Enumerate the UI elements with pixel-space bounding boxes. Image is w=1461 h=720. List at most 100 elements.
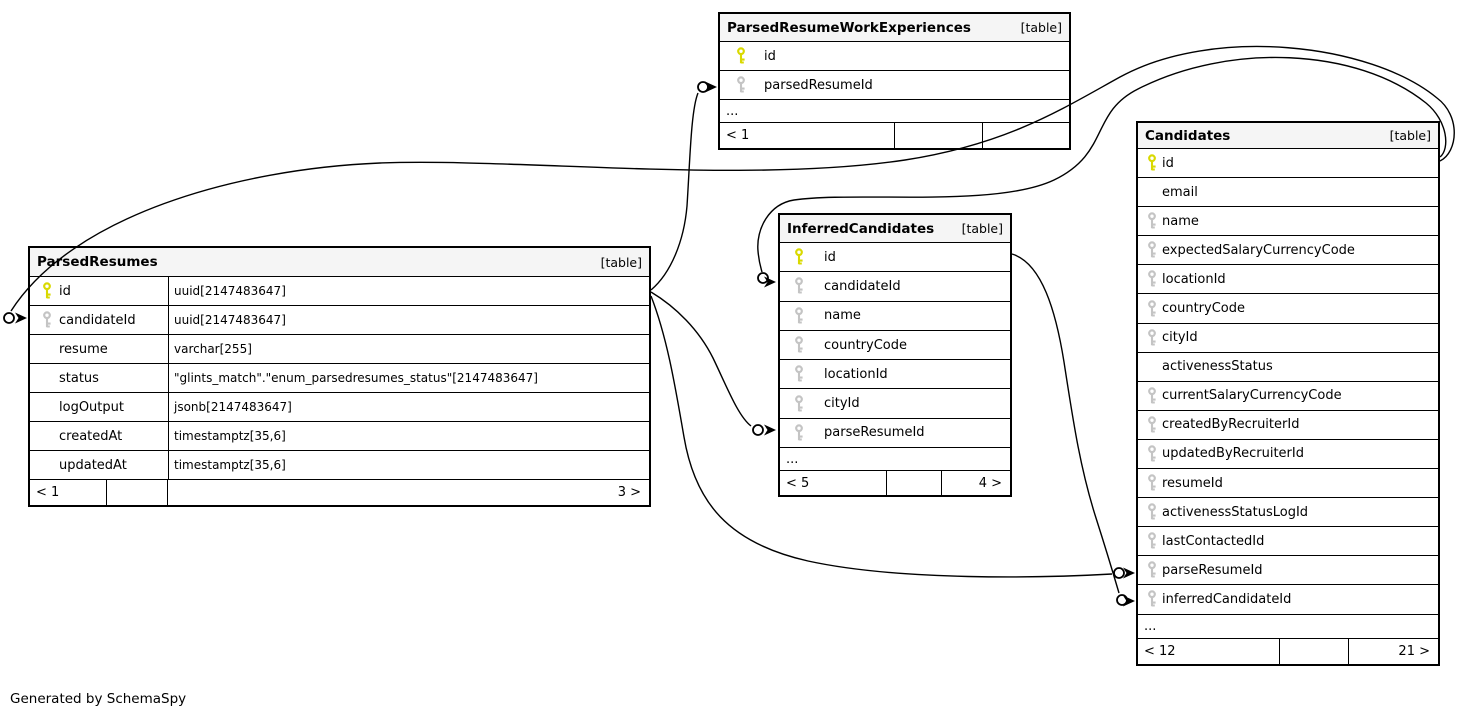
column-name: candidateId [59, 312, 136, 328]
column-row-currentSalaryCurrencyCode: currentSalaryCurrencyCode [1138, 382, 1438, 411]
table-header: InferredCandidates [table] [780, 215, 1010, 243]
column-row-locationId: locationId [780, 360, 1010, 390]
column-type: jsonb[2147483647] [168, 393, 649, 421]
fk-arrowhead [1123, 567, 1135, 579]
edge-parsedresumes-id-to-parsedresumeworkexperiences-parsedresumeid [650, 81, 717, 291]
primary-key-icon [794, 248, 805, 266]
table-footer: < 5 4 > [780, 471, 1010, 496]
fk-arrowhead [764, 276, 776, 288]
column-type: timestamptz[35,6] [168, 422, 649, 450]
index-key-icon [1147, 328, 1158, 347]
zero-or-one-circle [3, 312, 15, 324]
index-key-icon [1147, 474, 1158, 492]
column-name: createdAt [59, 428, 123, 444]
column-name: expectedSalaryCurrencyCode [1162, 242, 1355, 258]
column-type: varchar[255] [168, 335, 649, 363]
fk-arrowhead [1123, 595, 1135, 607]
primary-key-icon [736, 47, 747, 65]
column-type: "glints_match"."enum_parsedresumes_statu… [168, 364, 649, 392]
more-columns-ellipsis: ... [780, 448, 1010, 472]
index-key-icon [1147, 387, 1158, 405]
column-name: name [1162, 213, 1199, 229]
column-name: id [1162, 155, 1174, 171]
column-row-email: email [1138, 178, 1438, 208]
index-key-icon [1147, 270, 1158, 288]
table-type-tag: [table] [961, 221, 1003, 236]
more-columns-ellipsis: ... [720, 100, 1069, 123]
column-name: activenessStatusLogId [1162, 504, 1309, 520]
footer-parents-count: < 1 [720, 123, 895, 148]
fk-arrowhead [764, 424, 776, 436]
table-title[interactable]: InferredCandidates [787, 220, 935, 237]
column-row-lastContactedId: lastContactedId [1138, 527, 1438, 557]
table-Candidates[interactable]: Candidates [table] id email name expectedSala… [1136, 121, 1440, 666]
footer-children-count [983, 123, 1069, 148]
index-key-icon [1147, 503, 1158, 521]
index-key-icon [736, 76, 747, 94]
column-row-parseResumeId: parseResumeId [1138, 556, 1438, 586]
column-name: cityId [1162, 330, 1198, 346]
index-key-icon [794, 277, 805, 295]
footer-middle-cell [895, 123, 983, 148]
column-name: email [1162, 184, 1198, 200]
column-name: id [824, 249, 836, 265]
column-row-name: name [1138, 207, 1438, 237]
footer-middle-cell [107, 480, 168, 505]
column-row-candidateId: candidateId uuid[2147483647] [30, 306, 649, 335]
column-row-id: id [720, 42, 1069, 71]
column-name: id [764, 48, 776, 64]
table-footer: < 1 [720, 123, 1069, 148]
column-name: name [824, 308, 861, 324]
table-title[interactable]: ParsedResumes [37, 254, 158, 270]
column-name: logOutput [59, 399, 124, 415]
index-key-icon [1147, 445, 1158, 463]
column-row-updatedByRecruiterId: updatedByRecruiterId [1138, 440, 1438, 470]
generated-by-note: Generated by SchemaSpy [10, 691, 187, 707]
more-columns-ellipsis: ... [1138, 615, 1438, 639]
column-row-candidateId: candidateId [780, 272, 1010, 302]
fk-arrowhead [15, 312, 27, 324]
table-header: ParsedResumeWorkExperiences[table] [720, 14, 1069, 42]
column-row-countryCode: countryCode [780, 331, 1010, 361]
column-row-parseResumeId: parseResumeId [780, 419, 1010, 449]
column-name: updatedByRecruiterId [1162, 446, 1304, 462]
column-row-cityId: cityId [780, 389, 1010, 419]
column-name: status [59, 370, 99, 386]
column-row-activenessStatusLogId: activenessStatusLogId [1138, 498, 1438, 528]
table-type-tag: [table] [1389, 128, 1431, 143]
column-row-name: name [780, 302, 1010, 331]
column-name: updatedAt [59, 457, 127, 473]
primary-key-icon [1147, 154, 1158, 172]
column-name: lastContactedId [1162, 533, 1265, 549]
zero-or-one-circle [1113, 567, 1125, 579]
column-row-locationId: locationId [1138, 265, 1438, 295]
index-key-icon [1147, 416, 1158, 434]
column-type: uuid[2147483647] [168, 306, 649, 334]
column-name: countryCode [824, 337, 907, 353]
index-key-icon [794, 365, 805, 383]
table-header: Candidates [table] [1138, 123, 1438, 149]
table-title[interactable]: ParsedResumeWorkExperiences [727, 19, 971, 36]
index-key-icon [794, 394, 805, 413]
column-name: cityId [824, 396, 860, 412]
column-row-activenessStatus: activenessStatus [1138, 353, 1438, 382]
column-type: uuid[2147483647] [168, 277, 649, 305]
edge-inferredcandidates-id-to-candidates-inferredcandidateid [1011, 253, 1135, 607]
footer-parents-count: < 12 [1138, 638, 1280, 664]
column-row-id: id [780, 243, 1010, 273]
column-name: resumeId [1162, 475, 1223, 491]
footer-children-count: 4 > [978, 475, 1002, 491]
table-InferredCandidates[interactable]: InferredCandidates [table] id candidateId na… [778, 213, 1012, 498]
edge-parsedresumes-id-to-inferredcandidates-parseresumeid [650, 291, 776, 436]
column-name: countryCode [1162, 301, 1245, 317]
table-title[interactable]: Candidates [1145, 127, 1231, 144]
footer-parents-count: < 5 [780, 471, 887, 496]
column-name: locationId [1162, 271, 1226, 287]
footer-middle-cell [887, 471, 942, 496]
index-key-icon [1147, 532, 1158, 550]
